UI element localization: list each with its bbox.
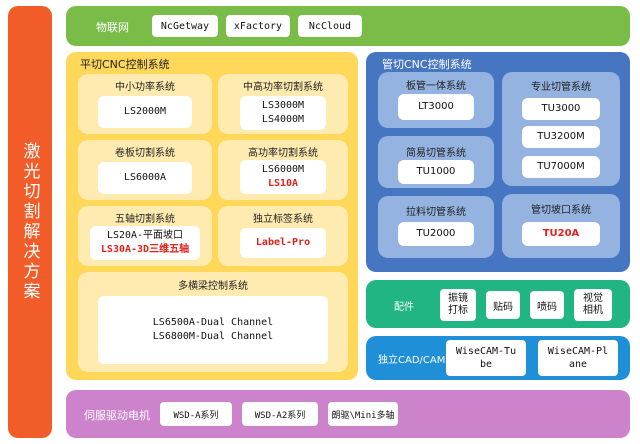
accessory-galvo-marking: 振镜打标: [440, 289, 476, 321]
product-tu20a: TU20A: [542, 227, 580, 239]
tube-cnc-title: 管切CNC控制系统: [382, 58, 472, 71]
tube-group-simple-box: TU1000: [398, 160, 474, 184]
product-tu7000m: TU7000M: [537, 160, 585, 172]
iot-item-xfactory: xFactory: [226, 15, 290, 37]
product-ls6800m: LS6800M-Dual Channel: [152, 331, 274, 342]
iot-item-ncgetway: NcGetway: [152, 15, 218, 37]
product-lt3000: LT3000: [418, 100, 454, 112]
side-title-panel: 激光切割解决方案: [8, 6, 52, 438]
product-ls30a: LS30A-3D三维五轴: [100, 244, 190, 255]
servo-item-wsd-a2: WSD-A2系列: [242, 402, 318, 426]
product-tu2000: TU2000: [416, 227, 456, 239]
product-tu3000-box: TU3000: [522, 98, 600, 120]
accessory-inkjet: 喷码: [530, 291, 564, 319]
product-ls6000m: LS6000M: [261, 163, 305, 175]
flat-group-label-box: Label-Pro: [240, 228, 326, 258]
iot-item-nccloud: NcCloud: [298, 15, 362, 37]
product-tu7000m-box: TU7000M: [522, 156, 600, 178]
cadcam-wisecam-plane-label: WiseCAM-Plane: [547, 345, 609, 371]
accessory-vision-camera: 视觉相机: [574, 289, 612, 321]
flat-cnc-title: 平切CNC控制系统: [80, 58, 170, 71]
servo-title: 伺服驱动电机: [84, 409, 150, 422]
cadcam-wisecam-tube: WiseCAM-Tube: [446, 340, 526, 376]
product-ls6500a: LS6500A-Dual Channel: [152, 316, 274, 328]
flat-group-five-axis-title: 五轴切割系统: [115, 214, 175, 225]
cadcam-wisecam-plane: WiseCAM-Plane: [538, 340, 618, 376]
side-title: 激光切割解决方案: [19, 142, 40, 302]
flat-group-mid-high-power-title: 中高功率切割系统: [243, 82, 323, 93]
servo-item-wsd-a: WSD-A系列: [160, 402, 232, 426]
tube-group-simple-title: 简易切管系统: [406, 148, 466, 159]
tube-group-bevel-box: TU20A: [522, 222, 600, 246]
flat-group-small-power-title: 中小功率系统: [115, 82, 175, 93]
product-label-pro: Label-Pro: [255, 236, 311, 248]
accessories-title: 配件: [394, 302, 414, 313]
product-ls6000a: LS6000A: [123, 171, 167, 183]
accessory-labeling: 贴码: [486, 291, 520, 319]
product-ls10a: LS10A: [267, 178, 299, 189]
product-tu3000: TU3000: [541, 102, 581, 114]
tube-group-bevel-title: 管切坡口系统: [531, 205, 591, 216]
tube-group-professional-title: 专业切管系统: [531, 82, 591, 93]
product-tu1000: TU1000: [416, 165, 456, 177]
accessory-galvo-marking-label: 振镜打标: [448, 292, 468, 317]
product-ls2000m: LS2000M: [123, 105, 167, 117]
cadcam-wisecam-tube-label: WiseCAM-Tube: [455, 345, 517, 371]
product-tu3200m: TU3200M: [537, 130, 585, 142]
accessory-vision-camera-label: 视觉相机: [583, 292, 603, 317]
tube-group-plate-tube-box: LT3000: [398, 94, 474, 120]
flat-group-multi-gantry-box: LS6500A-Dual Channel LS6800M-Dual Channe…: [98, 296, 328, 364]
cadcam-title: 独立CAD/CAM: [378, 355, 446, 366]
tube-group-pulling-title: 拉料切管系统: [406, 207, 466, 218]
flat-group-mid-high-power-box: LS3000M LS4000M: [240, 96, 326, 130]
product-ls3000m: LS3000M: [261, 99, 305, 111]
flat-group-high-power-title: 高功率切割系统: [248, 148, 318, 159]
tube-group-pulling-box: TU2000: [398, 222, 474, 246]
iot-title: 物联网: [96, 21, 129, 34]
flat-group-label-title: 独立标签系统: [253, 214, 313, 225]
tube-group-plate-tube-title: 板管一体系统: [406, 81, 466, 92]
flat-group-coil-box: LS6000A: [98, 162, 192, 194]
product-tu3200m-box: TU3200M: [522, 126, 600, 148]
flat-group-five-axis-box: LS20A-平面坡口 LS30A-3D三维五轴: [90, 226, 200, 260]
flat-group-multi-gantry-title: 多横梁控制系统: [178, 281, 248, 292]
flat-group-small-power-box: LS2000M: [98, 96, 192, 128]
product-ls20a: LS20A-平面坡口: [106, 229, 184, 241]
flat-group-coil-title: 卷板切割系统: [115, 148, 175, 159]
servo-item-mini-multi-axis: 朗驱\Mini多轴: [328, 402, 398, 426]
flat-group-high-power-box: LS6000M LS10A: [240, 160, 326, 194]
product-ls4000m: LS4000M: [261, 114, 305, 125]
